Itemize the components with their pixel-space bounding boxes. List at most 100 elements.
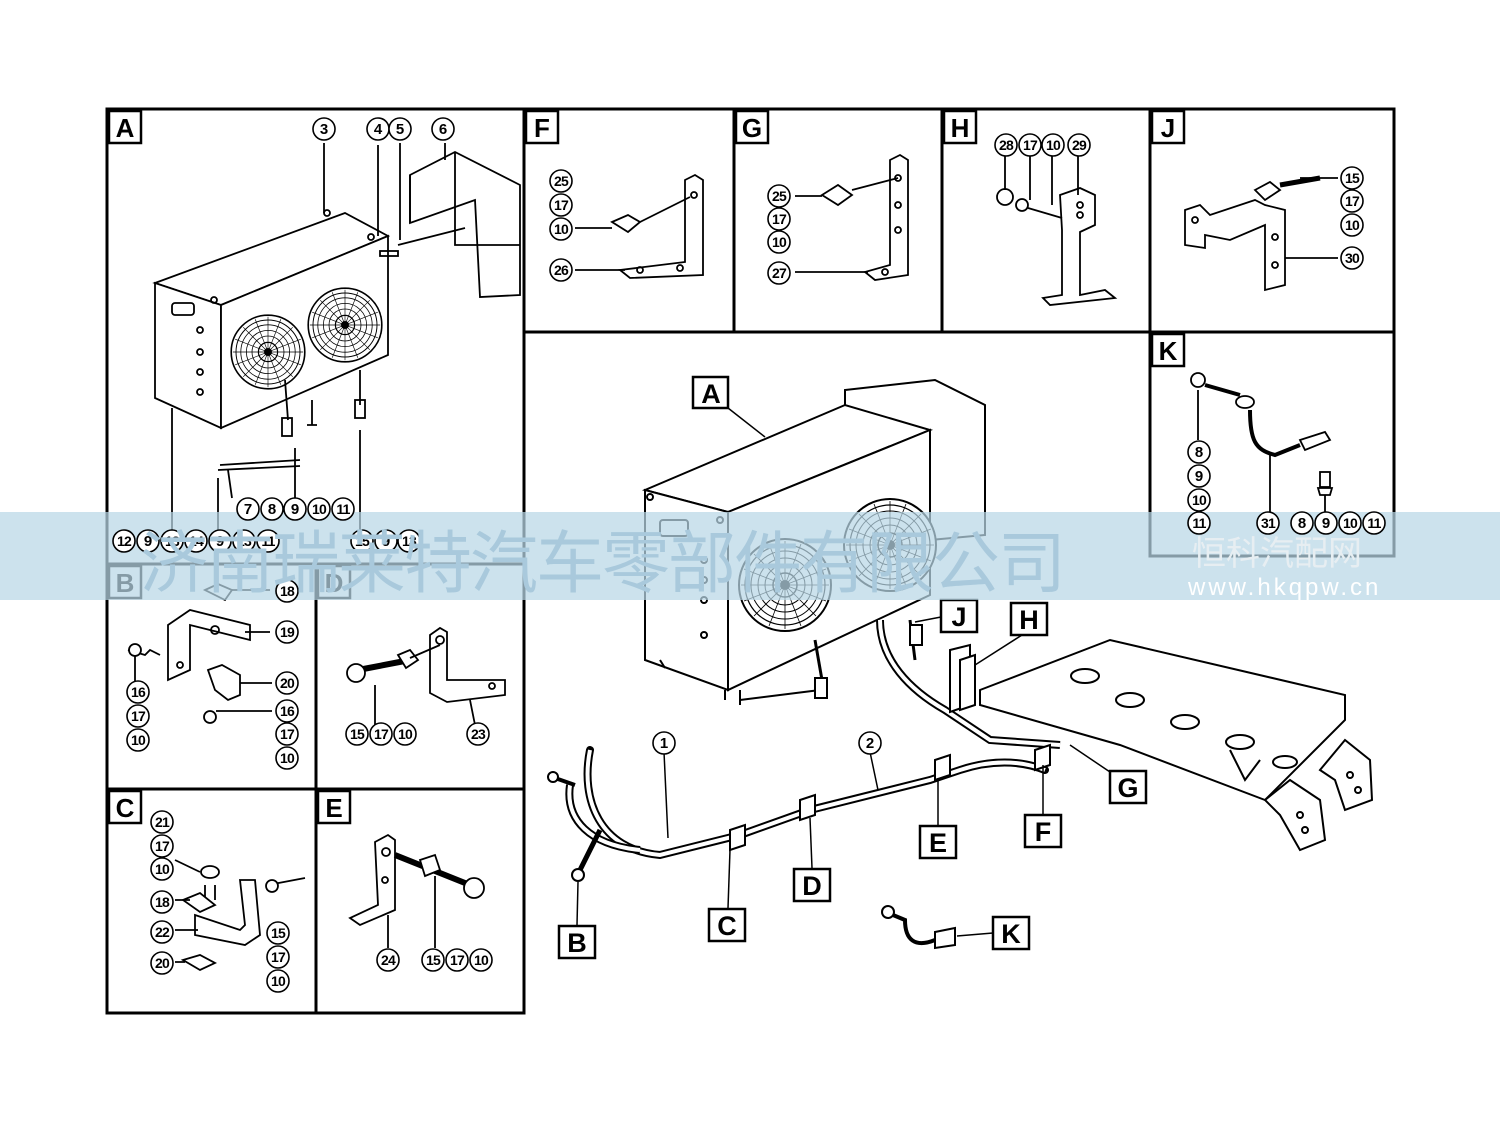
part-balloon-circle [549,258,573,282]
part-balloon-number: 25 [554,173,569,189]
part-balloon-number: 10 [474,952,489,968]
part-balloon-circle [275,722,299,746]
part-balloon-number: 20 [155,955,170,971]
part-balloon-number: 9 [291,501,299,518]
part-balloon-number: 17 [271,949,286,965]
part-balloon-17: 17 [549,193,573,217]
part-balloon-circle [150,834,174,858]
part-balloon-circle [236,497,260,521]
part-balloon-circle [376,948,400,972]
part-balloon-number: 10 [312,501,327,517]
part-balloon-28: 28 [994,133,1018,157]
part-balloon-number: 10 [131,732,146,748]
part-balloon-9: 9 [283,497,307,521]
part-balloon-number: 10 [1343,515,1358,531]
part-balloon-16: 16 [275,699,299,723]
part-balloon-number: 17 [1023,137,1038,153]
part-balloon-number: 30 [1345,250,1360,266]
main-loose-harness-k [881,905,956,950]
part-balloon-13: 13 [397,529,421,553]
part-balloon-circle [1314,511,1338,535]
part-balloon-10: 10 [1340,213,1364,237]
panel-e-bracket [348,833,485,948]
part-balloon-circle [1187,464,1211,488]
main-callout-boxes [557,375,1148,960]
part-balloon-circle [469,948,493,972]
part-balloon-circle [150,810,174,834]
part-balloon-circle [1067,133,1091,157]
main-frame-rail [959,638,1374,852]
panel-a-fan-left [230,314,306,390]
part-balloon-number: 18 [155,894,170,910]
part-balloon-number: 7 [244,501,252,518]
main-leaders [576,407,1111,937]
part-balloon-number: 17 [374,726,389,742]
part-balloon-circle [312,117,336,141]
part-balloon-number: 17 [554,197,569,213]
part-balloon-circle [275,746,299,770]
part-balloon-number: 26 [554,262,569,278]
part-balloon-number: 11 [1367,515,1381,531]
part-balloon-circle [345,722,369,746]
panel-label-g: G [742,113,762,143]
part-balloon-number: 8 [1195,444,1203,461]
part-balloon-number: 8 [268,501,276,518]
part-balloon-11: 11 [1362,511,1386,535]
part-balloon-number: 17 [155,838,170,854]
part-balloon-number: 9 [1195,468,1203,485]
part-balloon-25: 25 [549,169,573,193]
callout-k: K [1001,919,1021,949]
part-balloon-circle [350,529,374,553]
part-balloon-17: 17 [1340,189,1364,213]
part-balloon-circle [994,133,1018,157]
part-balloon-15: 15 [266,921,290,945]
callout-g: G [1117,773,1138,803]
part-balloon-circle [266,969,290,993]
part-balloon-20: 20 [150,951,174,975]
part-balloon-19: 19 [275,620,299,644]
part-balloon-10: 10 [126,728,150,752]
part-balloon-circle [431,117,455,141]
part-balloon-number: 9 [216,533,224,550]
part-balloon-10: 10 [307,497,331,521]
part-balloon-7: 7 [236,497,260,521]
panel-label-k: K [1159,336,1178,366]
panel-g-bracket [795,153,909,281]
part-balloon-8: 8 [1290,511,1314,535]
part-balloon-number: 17 [280,726,295,742]
part-balloon-3: 3 [312,117,336,141]
part-balloon-10: 10 [393,722,417,746]
panel-label-c: C [116,793,135,823]
watermark-site-name: 恒科汽配网 [1192,534,1362,574]
callout-f: F [1035,817,1052,847]
part-balloon-17: 17 [126,704,150,728]
part-balloon-number: 15 [355,533,370,549]
part-balloon-number: 11 [336,501,350,517]
part-balloon-circle [466,722,490,746]
part-balloon-circle [275,671,299,695]
part-balloon-number: 23 [471,726,486,742]
part-balloon-25: 25 [767,184,791,208]
part-balloon-circle [1187,511,1211,535]
panel-label-a: A [116,113,135,143]
part-balloon-number: 17 [131,708,146,724]
part-balloon-circle [1041,133,1065,157]
panel-label-f: F [534,113,550,143]
panel-j-bracket [1184,175,1338,292]
watermark-band [0,512,1500,600]
part-balloon-16: 16 [126,680,150,704]
part-balloon-4: 4 [366,117,390,141]
part-balloon-circle [1256,511,1280,535]
part-balloon-circle [208,529,232,553]
part-balloon-17: 17 [767,207,791,231]
part-balloon-number: 17 [1345,193,1360,209]
part-balloon-circle [1362,511,1386,535]
part-balloon-number: 21 [155,814,170,830]
part-balloon-circle [160,529,184,553]
part-balloon-circle [1187,488,1211,512]
part-balloon-circle [1340,246,1364,270]
part-balloon-10: 10 [1338,511,1362,535]
part-balloon-21: 21 [150,810,174,834]
part-balloon-circle [260,497,284,521]
